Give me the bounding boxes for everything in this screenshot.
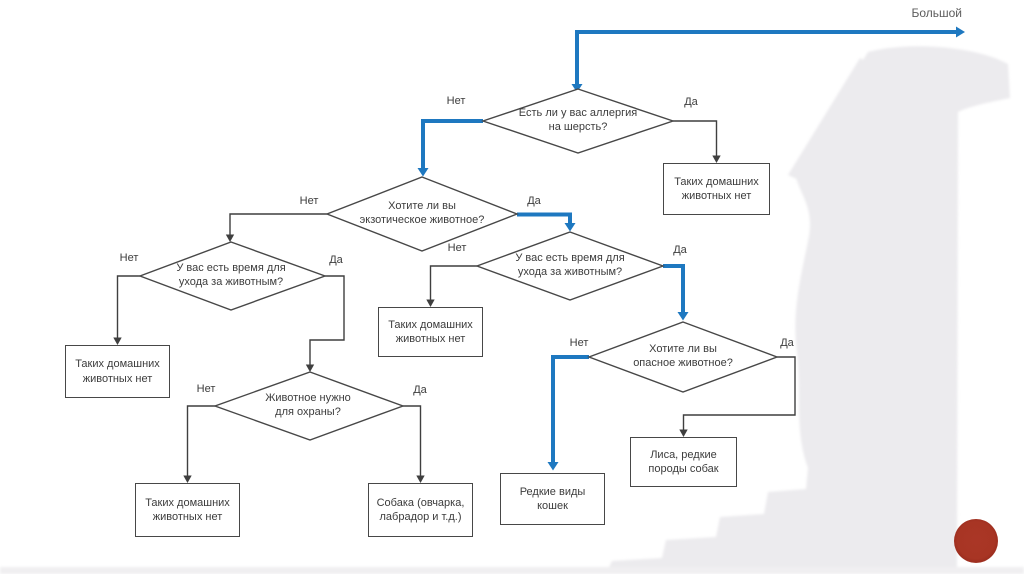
arrowhead-guard-no (183, 475, 192, 483)
result-label-no-pets-left: Таких домашних животных нет (75, 358, 160, 385)
connector-guard-yes (403, 405, 422, 478)
connector-timeleft-yes (309, 275, 345, 366)
connector-start (575, 30, 957, 84)
result-box-no-pets-guard: Таких домашних животных нет (135, 483, 240, 537)
edge-label-allergy-no: Нет (446, 95, 466, 107)
connector-exotic-yes (517, 212, 572, 225)
decision-timeright-diamond (474, 231, 666, 301)
result-label-no-pets-top: Таких домашних животных нет (674, 175, 759, 202)
edge-label-allergy-yes: Да (684, 96, 698, 108)
result-box-dog: Собака (овчарка, лабрадор и т.д.) (368, 483, 473, 537)
arrowhead-exotic-yes (564, 223, 576, 232)
arrowhead-guard-yes (416, 475, 425, 483)
edge-label-timeleft-no: Нет (119, 252, 139, 264)
connector-timeleft-no (116, 275, 140, 340)
edge-label-exotic-yes: Да (527, 195, 541, 207)
silhouette-spike (788, 58, 872, 181)
edge-label-timeleft-yes: Да (329, 254, 343, 266)
edge-label-exotic-no: Нет (299, 195, 319, 207)
decision-allergy-diamond (480, 88, 676, 154)
result-label-dog: Собака (овчарка, лабрадор и т.д.) (376, 496, 465, 523)
decision-timeleft-diamond (137, 241, 328, 311)
arrowhead-dangerous-no (547, 462, 559, 471)
arrowhead-start-right (956, 26, 965, 38)
edge-label-guard-no: Нет (196, 383, 216, 395)
connector-timeright-no (429, 265, 477, 302)
result-label-no-pets-guard: Таких домашних животных нет (145, 496, 230, 523)
connector-dangerous-yes (682, 356, 796, 431)
result-box-no-pets-top: Таких домашних животных нет (663, 163, 770, 215)
result-label-rare-cats: Редкие виды кошек (519, 485, 586, 512)
edge-label-timeright-yes: Да (673, 244, 687, 256)
result-box-no-pets-mid: Таких домашних животных нет (378, 307, 483, 357)
arrowhead-dangerous-yes (679, 429, 688, 437)
edge-label-dangerous-no: Нет (569, 337, 589, 349)
decision-exotic-diamond (325, 176, 519, 252)
decision-dangerous-diamond (586, 321, 780, 393)
silhouette-shape (606, 46, 1010, 574)
result-box-fox: Лиса, редкие породы собак (630, 437, 737, 487)
arrowhead-allergy-yes (712, 155, 721, 163)
arrowhead-allergy-no (417, 168, 429, 177)
connector-allergy-no (421, 119, 483, 170)
edge-label-dangerous-yes: Да (780, 337, 794, 349)
arrowhead-timeright-no (426, 299, 435, 307)
connector-dangerous-no (551, 355, 589, 464)
result-box-no-pets-left: Таких домашних животных нет (65, 345, 170, 398)
edge-label-guard-yes: Да (413, 384, 427, 396)
arrowhead-timeright-yes (677, 312, 689, 321)
edge-label-timeright-no: Нет (447, 242, 467, 254)
arrowhead-exotic-no (225, 234, 235, 242)
result-label-no-pets-mid: Таких домашних животных нет (388, 318, 473, 345)
bottom-edge-band (0, 567, 1024, 574)
connector-guard-no (186, 405, 215, 478)
result-label-fox: Лиса, редкие породы собак (648, 448, 719, 475)
arrowhead-start-down (571, 84, 583, 93)
slide-title: Большой (911, 6, 962, 20)
decision-guard-diamond (212, 371, 406, 441)
stamp-badge (954, 519, 998, 563)
arrowhead-timeleft-yes (305, 364, 315, 372)
connector-timeright-yes (663, 264, 685, 314)
connector-exotic-no (229, 213, 327, 237)
arrowhead-timeleft-no (113, 337, 122, 345)
result-box-rare-cats: Редкие виды кошек (500, 473, 605, 525)
connector-allergy-yes (673, 120, 718, 158)
